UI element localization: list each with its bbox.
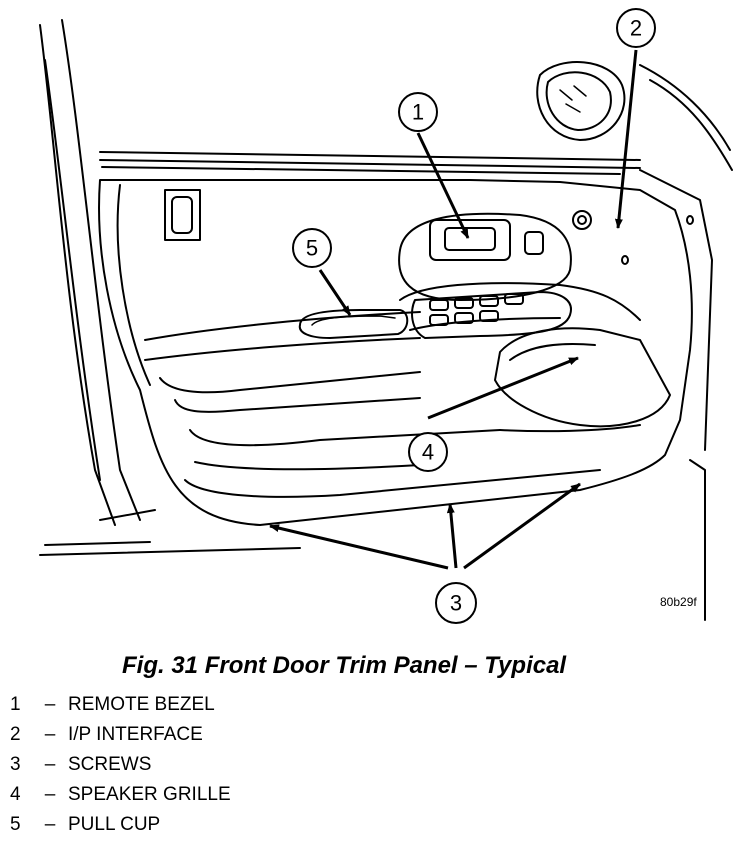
callout-3-leader-center — [446, 503, 458, 569]
legend-item: 4 –SPEAKER GRILLE — [10, 782, 231, 812]
pull-cup-graphic — [298, 309, 409, 339]
callout-3: 3 — [435, 582, 477, 624]
legend-number: 5 — [10, 814, 21, 835]
legend-separator: – — [44, 694, 56, 715]
window-sill — [99, 151, 641, 175]
svg-text:2: 2 — [630, 16, 642, 41]
door-trim-panel-diagram: 1 2 3 4 5 80b29f — [39, 8, 733, 624]
callout-1-leader — [416, 132, 470, 239]
side-mirror — [536, 61, 626, 141]
door-lock-knob — [164, 189, 201, 241]
instrument-panel-edge — [639, 64, 733, 621]
svg-text:3: 3 — [450, 591, 462, 616]
legend-label: SCREWS — [68, 754, 152, 775]
figure-reference-code: 80b29f — [660, 595, 697, 609]
legend-item: 1 –REMOTE BEZEL — [10, 692, 231, 722]
door-frame — [39, 19, 301, 556]
callout-5-leader — [318, 269, 352, 316]
legend-label: I/P INTERFACE — [68, 724, 203, 745]
legend-item: 5 –PULL CUP — [10, 812, 231, 842]
legend: 1–REMOTE BEZEL 2–I/P INTERFACE 3–SCREWS … — [10, 692, 231, 842]
legend-label: REMOTE BEZEL — [68, 694, 215, 715]
legend-separator: – — [44, 814, 56, 835]
callout-4-leader — [427, 356, 579, 420]
svg-text:5: 5 — [306, 236, 318, 261]
legend-number: 4 — [10, 784, 21, 805]
legend-number: 2 — [10, 724, 21, 745]
callout-3-leader-left — [269, 524, 449, 570]
window-switch-pod — [411, 291, 572, 339]
callout-2-leader — [614, 49, 638, 229]
legend-label: PULL CUP — [68, 814, 161, 835]
legend-number: 3 — [10, 754, 21, 775]
remote-bezel-graphic — [398, 212, 572, 301]
figure-caption: Fig. 31 Front Door Trim Panel – Typical — [122, 652, 567, 679]
trim-panel — [98, 179, 693, 526]
legend-separator: – — [44, 724, 56, 745]
legend-item: 2 –I/P INTERFACE — [10, 722, 231, 752]
callout-1: 1 — [398, 92, 438, 132]
callout-4: 4 — [408, 432, 448, 472]
callout-3-leader-right — [463, 482, 581, 570]
svg-text:1: 1 — [412, 100, 424, 125]
svg-text:4: 4 — [422, 440, 434, 465]
callout-5: 5 — [292, 228, 332, 268]
callout-2: 2 — [616, 8, 656, 48]
legend-number: 1 — [10, 694, 21, 715]
legend-separator: – — [44, 784, 56, 805]
legend-label: SPEAKER GRILLE — [68, 784, 231, 805]
legend-separator: – — [44, 754, 56, 775]
legend-item: 3 –SCREWS — [10, 752, 231, 782]
